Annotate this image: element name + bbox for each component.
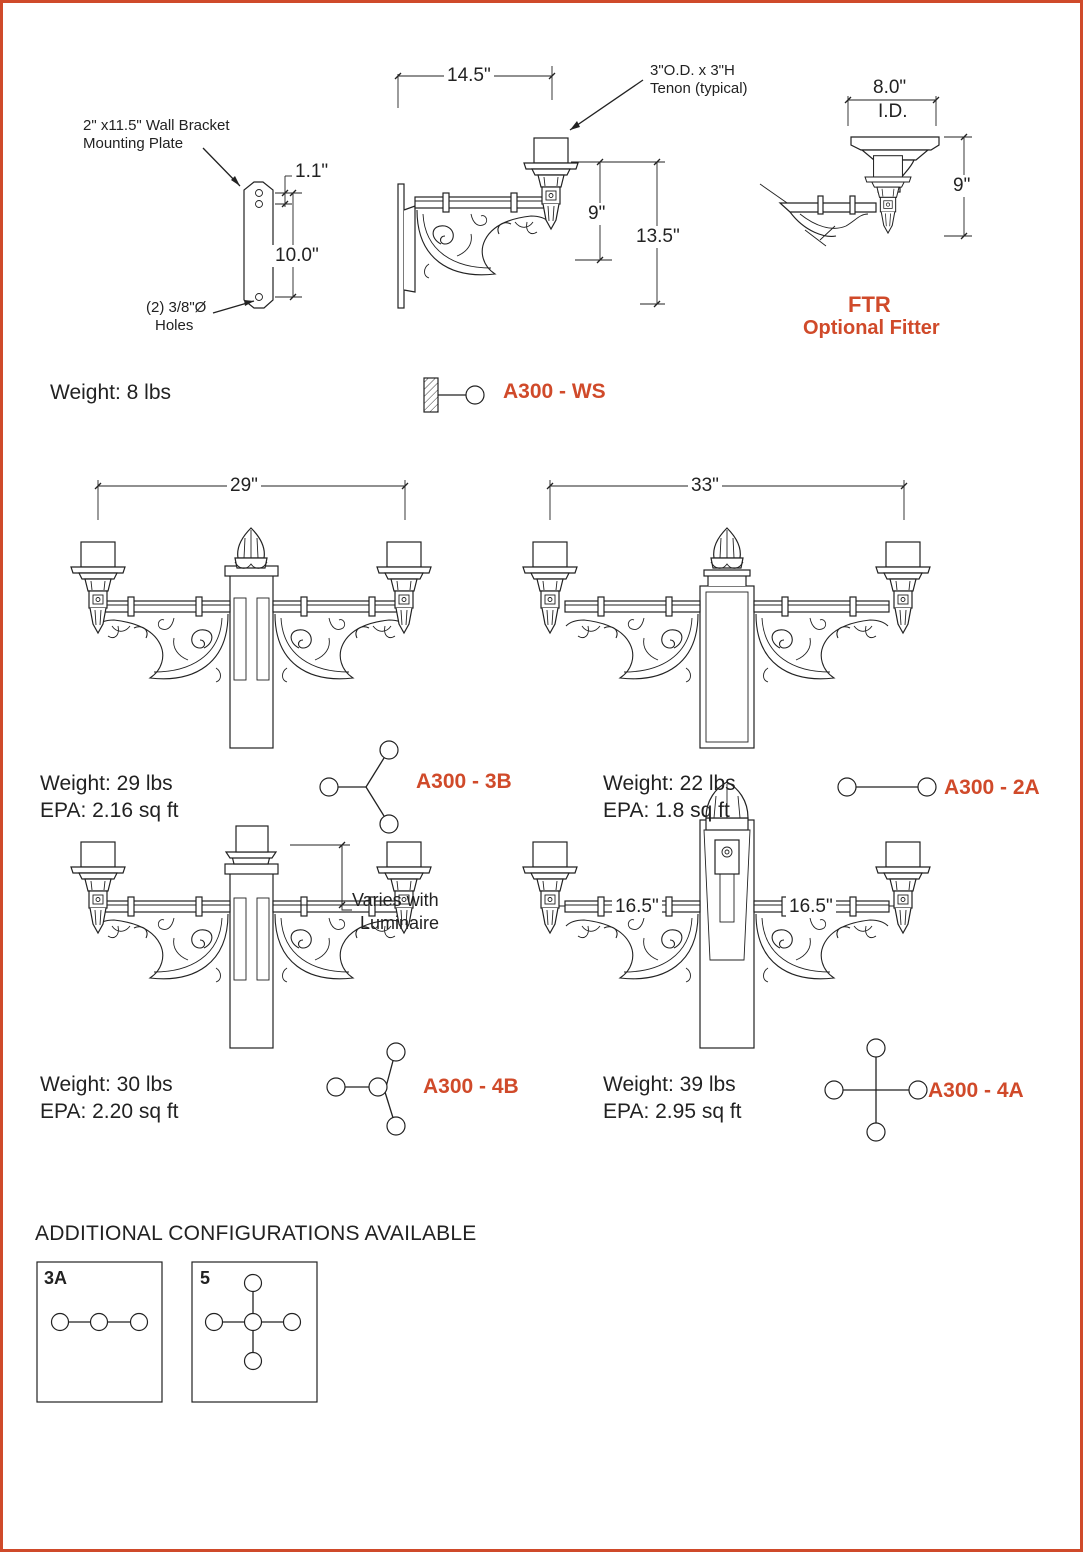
config-4a-drawing: [522, 781, 931, 1049]
config-box-5: [191, 1261, 318, 1403]
ws-weight: Weight: 8 lbs: [50, 381, 172, 404]
fitter-id-label: I.D.: [875, 101, 911, 123]
config-4b-weight: Weight: 30 lbs: [40, 1073, 173, 1096]
fitter-drawing: [759, 96, 972, 247]
config-3b-width: 29": [227, 475, 261, 497]
plate-label-line1: 2" x11.5" Wall Bracket: [83, 117, 230, 134]
config-2a-weight: Weight: 22 lbs: [603, 772, 736, 795]
additional-heading: ADDITIONAL CONFIGURATIONS AVAILABLE: [35, 1222, 477, 1245]
fitter-subtitle: Optional Fitter: [803, 317, 940, 339]
plate-dim-holes: 10.0": [272, 245, 322, 267]
varies-label-line1: Varies with: [352, 890, 439, 910]
config-3b-weight: Weight: 29 lbs: [40, 772, 173, 795]
varies-label-line2: Luminaire: [360, 913, 440, 933]
plate-dim-top: 1.1": [292, 161, 332, 183]
config-box-5-label: 5: [200, 1268, 211, 1288]
symbol-4b: [326, 1042, 406, 1136]
config-2a-drawing: [522, 480, 931, 749]
config-4a-dim-left: 16.5": [612, 896, 662, 918]
config-2a-model: A300 - 2A: [944, 776, 1040, 799]
fitter-id-dim: 8.0": [870, 77, 910, 99]
config-3b-drawing: [70, 480, 432, 749]
config-box-3a-label: 3A: [44, 1268, 68, 1288]
tenon-label-line1: 3"O.D. x 3"H: [650, 62, 735, 79]
config-4a-weight: Weight: 39 lbs: [603, 1073, 736, 1096]
config-2a-width: 33": [688, 475, 722, 497]
ws-model: A300 - WS: [503, 380, 606, 403]
holes-label-line2: Holes: [155, 317, 194, 334]
holes-label-line1: (2) 3/8"Ø: [146, 299, 207, 316]
config-4b-drawing: [70, 825, 432, 1049]
arm-dim: 14.5": [444, 65, 494, 87]
config-4b-model: A300 - 4B: [423, 1075, 519, 1098]
ws-symbol: [423, 377, 485, 413]
plate-label-line2: Mounting Plate: [83, 135, 184, 152]
config-3b-epa: EPA: 2.16 sq ft: [40, 799, 179, 822]
height-dim-a: 9": [585, 203, 609, 225]
config-2a-epa: EPA: 1.8 sq ft: [603, 799, 730, 822]
symbol-4a: [824, 1038, 928, 1142]
symbol-3b: [319, 740, 399, 834]
config-4a-epa: EPA: 2.95 sq ft: [603, 1100, 742, 1123]
config-3b-model: A300 - 3B: [416, 770, 512, 793]
height-dim-b: 13.5": [633, 226, 683, 248]
config-4a-model: A300 - 4A: [928, 1079, 1024, 1102]
config-4a-dim-right: 16.5": [786, 896, 836, 918]
config-4b-epa: EPA: 2.20 sq ft: [40, 1100, 179, 1123]
wall-bracket-drawing: [394, 66, 665, 309]
symbol-2a: [837, 777, 937, 797]
fitter-title: FTR: [848, 292, 891, 317]
fitter-height-dim: 9": [950, 175, 974, 197]
tenon-label-line2: Tenon (typical): [650, 80, 748, 97]
mounting-plate-drawing: [202, 147, 302, 314]
config-box-3a: [36, 1261, 163, 1403]
